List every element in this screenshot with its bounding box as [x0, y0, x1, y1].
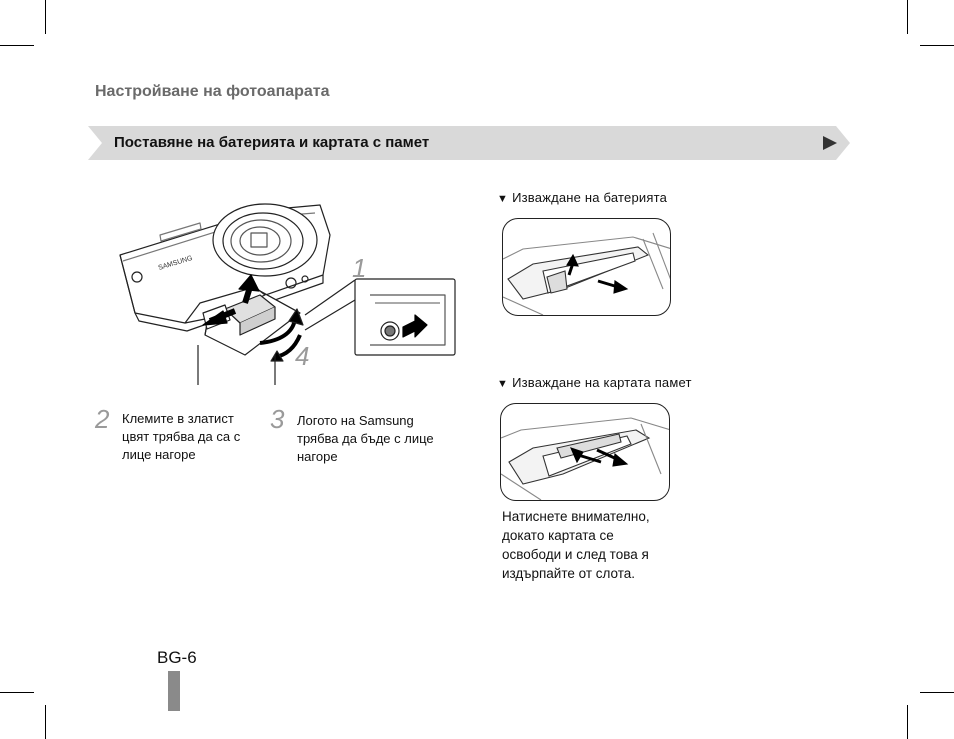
crop-mark	[45, 705, 46, 739]
crop-mark	[907, 705, 908, 739]
crop-mark	[0, 45, 34, 46]
next-arrow-icon	[823, 136, 837, 150]
page-number: BG-6	[157, 648, 197, 667]
banner-shape	[88, 126, 850, 160]
battery-removal-image	[502, 218, 671, 316]
remove-card-heading: ▼Изваждане на картата памет	[497, 375, 692, 390]
section-title: Настройване на фотоапарата	[95, 83, 330, 100]
step-2-text: Клемите в златист цвят трябва да са с ли…	[122, 411, 241, 462]
crop-mark	[45, 0, 46, 34]
crop-mark	[0, 692, 34, 693]
card-removal-note: Натиснете внимателно, докато картата се …	[502, 509, 650, 581]
crop-mark	[907, 0, 908, 34]
step-4-number: 4	[295, 341, 309, 371]
triangle-marker-icon: ▼	[497, 378, 509, 390]
step-3-text: Логото на Samsung трябва да бъде с лице …	[297, 413, 434, 464]
crop-mark	[920, 45, 954, 46]
banner-title: Поставяне на батерията и картата с памет	[114, 134, 430, 151]
step-2-number: 2	[95, 404, 110, 434]
step-3-number: 3	[270, 404, 285, 434]
card-removal-image	[500, 403, 670, 501]
section-banner: Поставяне на батерията и картата с памет	[88, 126, 850, 160]
crop-mark	[920, 692, 954, 693]
camera-battery-illustration: SAMSUNG 1 4	[119, 203, 456, 385]
remove-battery-heading: ▼Изваждане на батерията	[497, 190, 668, 205]
triangle-marker-icon: ▼	[497, 193, 509, 205]
step-1-number: 1	[352, 253, 366, 283]
page-tab-marker	[168, 671, 180, 711]
